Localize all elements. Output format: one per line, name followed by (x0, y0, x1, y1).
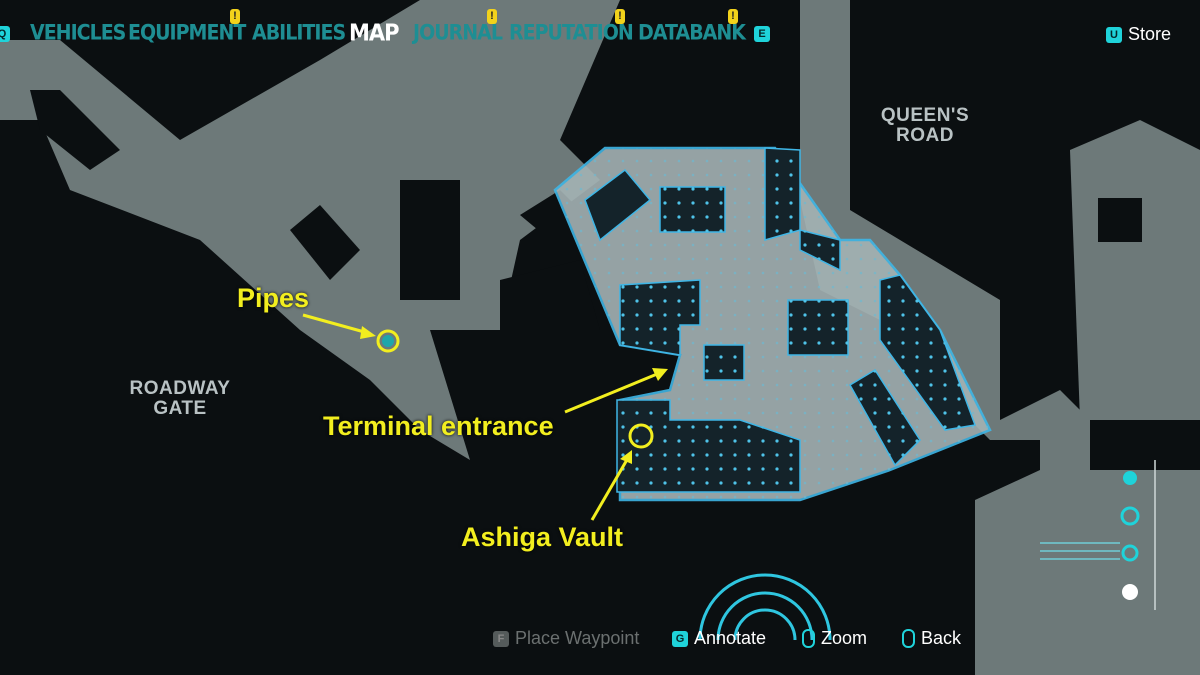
annotate-key: G (672, 630, 688, 647)
zoom-button[interactable]: Zoom (802, 628, 867, 649)
tab-databank[interactable]: DATABANK (638, 20, 746, 46)
terminal-building (553, 146, 992, 502)
nav-prev-key[interactable]: Q (0, 26, 10, 42)
databank-alert-icon: ! (728, 9, 738, 24)
store-button[interactable]: U Store (1106, 24, 1171, 45)
store-label: Store (1128, 24, 1172, 44)
mouse-right-click-icon (902, 629, 915, 648)
annotation-markers (302, 313, 663, 521)
place-waypoint-button[interactable]: F Place Waypoint (493, 628, 639, 649)
journal-alert-icon: ! (487, 9, 497, 24)
waypoint-key: F (493, 630, 509, 647)
reputation-alert-icon: ! (615, 9, 625, 24)
back-button[interactable]: Back (902, 628, 961, 649)
pipes-marker[interactable] (382, 335, 394, 347)
tab-abilities[interactable]: ABILITIES (252, 20, 346, 46)
annotation-ashiga-vault: Ashiga Vault (461, 522, 624, 552)
compass-emblem (698, 573, 832, 641)
annotation-arrowheads (360, 326, 668, 464)
nav-next-key[interactable]: E (754, 26, 770, 42)
annotate-label: Annotate (694, 628, 767, 648)
tab-equipment[interactable]: EQUIPMENT (128, 20, 246, 46)
tab-map[interactable]: MAP (349, 19, 400, 47)
area-label-queens-road: QUEEN'S ROAD (880, 105, 970, 146)
store-key: U (1106, 26, 1122, 43)
tab-journal[interactable]: JOURNAL (413, 20, 503, 46)
mouse-scroll-icon (802, 629, 815, 648)
waypoint-label: Place Waypoint (515, 628, 640, 648)
equipment-alert-icon: ! (230, 9, 240, 24)
annotation-terminal-entrance: Terminal entrance (323, 411, 554, 441)
tab-vehicles[interactable]: VEHICLES (30, 20, 126, 46)
annotate-button[interactable]: G Annotate (672, 628, 766, 649)
annotation-pipes: Pipes (237, 283, 310, 313)
zoom-label: Zoom (821, 628, 868, 648)
tab-reputation[interactable]: REPUTATION (509, 20, 634, 46)
back-label: Back (921, 628, 962, 648)
area-label-roadway-gate: ROADWAY GATE (129, 378, 231, 419)
map-legend-rail (1040, 460, 1156, 610)
